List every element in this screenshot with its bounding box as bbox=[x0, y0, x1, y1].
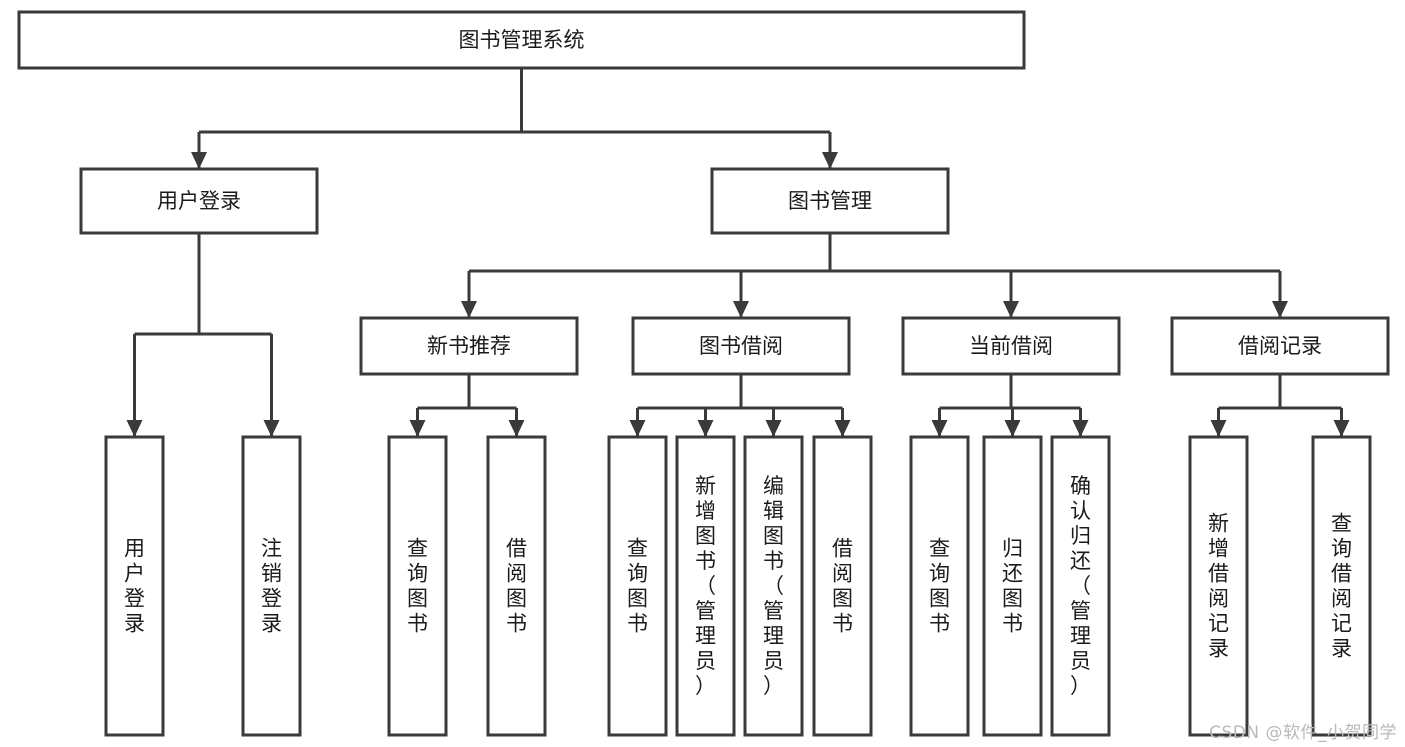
book-manage-arrow-1 bbox=[733, 301, 749, 318]
current-borrow-arrow-1 bbox=[1004, 420, 1021, 437]
watermark-text: CSDN @软件_小贺同学 bbox=[1209, 723, 1397, 743]
borrow-record-arrow-0 bbox=[1210, 420, 1227, 437]
node-recommend-borrow-book[interactable]: 借阅图书 bbox=[486, 435, 547, 737]
book-borrow-arrow-3 bbox=[834, 420, 851, 437]
book-borrow-arrow-0 bbox=[629, 420, 646, 437]
nodes-layer: 图书管理系统用户登录用户登录注销登录图书管理新书推荐查询图书借阅图书图书借阅查询… bbox=[17, 10, 1390, 737]
node-borrow-add-book[interactable]: 新增图书（管理员） bbox=[675, 435, 736, 737]
node-box-user-logout bbox=[241, 435, 302, 737]
borrow-record-arrow-1 bbox=[1333, 420, 1350, 437]
node-recommend-query-book[interactable]: 查询图书 bbox=[387, 435, 448, 737]
edges-layer bbox=[126, 68, 1350, 437]
node-box-record-query bbox=[1311, 435, 1372, 737]
book-manage-arrow-2 bbox=[1003, 301, 1019, 318]
book-borrow-arrow-1 bbox=[697, 420, 714, 437]
new-book-recommend-arrow-0 bbox=[409, 420, 426, 437]
node-box-recommend-borrow-book bbox=[486, 435, 547, 737]
node-borrow-borrow-book[interactable]: 借阅图书 bbox=[812, 435, 873, 737]
node-user-login-do[interactable]: 用户登录 bbox=[104, 435, 165, 737]
node-box-record-add bbox=[1188, 435, 1249, 737]
node-box-recommend-query-book bbox=[387, 435, 448, 737]
node-record-query[interactable]: 查询借阅记录 bbox=[1311, 435, 1372, 737]
current-borrow-arrow-2 bbox=[1072, 420, 1089, 437]
node-label-user-login-do: 用户登录 bbox=[124, 537, 145, 636]
node-current-borrow[interactable]: 当前借阅 bbox=[901, 316, 1121, 376]
node-box-current-return-book bbox=[982, 435, 1043, 737]
node-label-borrow-record: 借阅记录 bbox=[1238, 334, 1322, 358]
node-box-current-borrow bbox=[901, 316, 1121, 376]
node-box-borrow-borrow-book bbox=[812, 435, 873, 737]
node-user-login[interactable]: 用户登录 bbox=[79, 167, 319, 235]
node-label-borrow-borrow-book: 借阅图书 bbox=[832, 537, 853, 636]
node-root[interactable]: 图书管理系统 bbox=[17, 10, 1026, 70]
node-box-book-manage bbox=[710, 167, 950, 235]
node-record-add[interactable]: 新增借阅记录 bbox=[1188, 435, 1249, 737]
node-borrow-query-book[interactable]: 查询图书 bbox=[607, 435, 668, 737]
node-label-recommend-borrow-book: 借阅图书 bbox=[506, 537, 527, 636]
node-book-borrow[interactable]: 图书借阅 bbox=[631, 316, 851, 376]
node-box-current-query-book bbox=[909, 435, 970, 737]
node-box-borrow-query-book bbox=[607, 435, 668, 737]
node-label-borrow-edit-book: 编辑图书（管理员） bbox=[763, 474, 784, 698]
book-manage-arrow-3 bbox=[1272, 301, 1288, 318]
node-label-current-confirm-return: 确认归还（管理员） bbox=[1070, 474, 1091, 698]
user-login-arrow-1 bbox=[263, 420, 280, 437]
node-borrow-edit-book[interactable]: 编辑图书（管理员） bbox=[743, 435, 804, 737]
node-label-current-borrow: 当前借阅 bbox=[969, 334, 1053, 358]
node-box-root bbox=[17, 10, 1026, 70]
node-label-user-logout: 注销登录 bbox=[261, 537, 282, 636]
node-label-borrow-query-book: 查询图书 bbox=[627, 537, 648, 636]
root-arrow-1 bbox=[822, 152, 838, 169]
node-current-confirm-return[interactable]: 确认归还（管理员） bbox=[1050, 435, 1111, 737]
node-label-root: 图书管理系统 bbox=[459, 28, 585, 52]
node-box-book-borrow bbox=[631, 316, 851, 376]
node-book-manage[interactable]: 图书管理 bbox=[710, 167, 950, 235]
node-user-logout[interactable]: 注销登录 bbox=[241, 435, 302, 737]
node-current-return-book[interactable]: 归还图书 bbox=[982, 435, 1043, 737]
current-borrow-arrow-0 bbox=[931, 420, 948, 437]
root-arrow-0 bbox=[191, 152, 207, 169]
node-box-borrow-edit-book bbox=[743, 435, 804, 737]
node-current-query-book[interactable]: 查询图书 bbox=[909, 435, 970, 737]
node-label-borrow-add-book: 新增图书（管理员） bbox=[695, 474, 716, 698]
node-label-user-login: 用户登录 bbox=[157, 189, 241, 213]
user-login-arrow-0 bbox=[126, 420, 143, 437]
node-box-user-login-do bbox=[104, 435, 165, 737]
node-label-book-manage: 图书管理 bbox=[788, 189, 872, 213]
node-label-record-query: 查询借阅记录 bbox=[1331, 512, 1352, 661]
node-box-current-confirm-return bbox=[1050, 435, 1111, 737]
node-label-new-book-recommend: 新书推荐 bbox=[427, 334, 511, 358]
node-label-record-add: 新增借阅记录 bbox=[1208, 512, 1229, 661]
node-new-book-recommend[interactable]: 新书推荐 bbox=[359, 316, 579, 376]
node-box-user-login bbox=[79, 167, 319, 235]
node-borrow-record[interactable]: 借阅记录 bbox=[1170, 316, 1390, 376]
node-box-borrow-add-book bbox=[675, 435, 736, 737]
node-label-recommend-query-book: 查询图书 bbox=[407, 537, 428, 636]
new-book-recommend-arrow-1 bbox=[508, 420, 525, 437]
book-borrow-arrow-2 bbox=[765, 420, 782, 437]
node-label-current-query-book: 查询图书 bbox=[929, 537, 950, 636]
node-label-book-borrow: 图书借阅 bbox=[699, 334, 783, 358]
node-box-borrow-record bbox=[1170, 316, 1390, 376]
node-label-current-return-book: 归还图书 bbox=[1002, 537, 1023, 636]
book-manage-arrow-0 bbox=[461, 301, 477, 318]
node-box-new-book-recommend bbox=[359, 316, 579, 376]
